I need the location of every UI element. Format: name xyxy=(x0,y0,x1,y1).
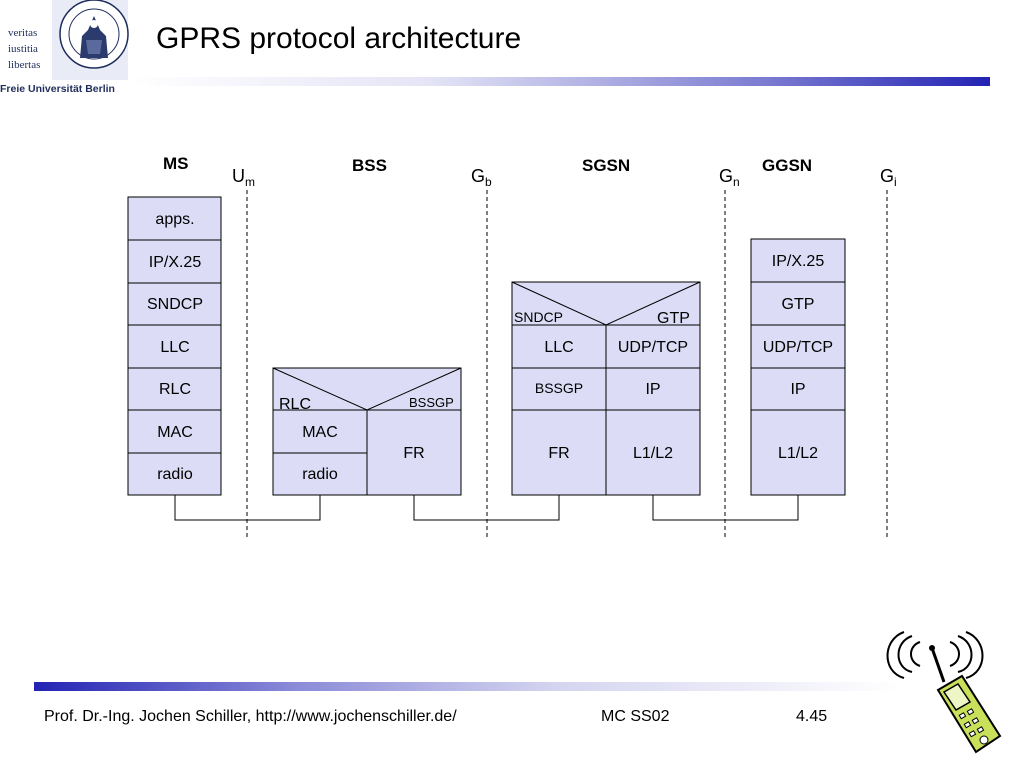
ggsn-layer-gtp xyxy=(750,281,846,326)
footer-divider-bar xyxy=(34,682,900,691)
node-label-ggsn: GGSN xyxy=(762,156,812,175)
link-sgsn-ggsn xyxy=(652,495,799,521)
university-seal-icon xyxy=(52,0,129,80)
bss-layer-mac xyxy=(272,409,368,454)
ggsn-layer-label: UDP/TCP xyxy=(763,339,833,356)
ms-layer-label: IP/X.25 xyxy=(149,254,202,271)
ms-layer-rlc xyxy=(127,367,222,411)
interface-label-gb: Gb xyxy=(471,166,492,189)
sgsn-layer-l1l2 xyxy=(605,409,701,496)
ms-layer-ip-x25 xyxy=(127,239,222,284)
interface-label-gi: Gi xyxy=(880,166,897,189)
node-label-bss: BSS xyxy=(352,156,387,175)
ms-layer-apps xyxy=(127,196,222,241)
bss-layer-label-bssgp: BSSGP xyxy=(409,395,454,410)
university-logo: veritas iustitia libertas Freie Universi… xyxy=(0,0,130,96)
link-bss-sgsn xyxy=(413,495,560,521)
ggsn-layer-l1l2 xyxy=(750,409,846,496)
sgsn-layer-label-udp-tcp: UDP/TCP xyxy=(618,339,688,356)
sgsn-relay-divider xyxy=(511,281,701,326)
footer-page-number: 4.45 xyxy=(796,708,828,725)
bss-layer-label-rlc: RLC xyxy=(279,396,311,413)
ggsn-layer-label: IP xyxy=(790,381,805,398)
sgsn-layer-relay xyxy=(511,281,701,326)
ms-layer-label: SNDCP xyxy=(147,296,203,313)
ms-layer-label: radio xyxy=(157,466,193,483)
interface-label-um: Um xyxy=(232,166,255,189)
bss-layer-radio xyxy=(272,452,368,496)
ms-layer-label: MAC xyxy=(157,424,193,441)
university-name: Freie Universität Berlin xyxy=(0,83,115,95)
ms-layer-sndcp xyxy=(127,282,222,326)
ms-layer-mac xyxy=(127,409,222,454)
node-label-ms: MS xyxy=(163,154,189,173)
sgsn-layer-label-sndcp: SNDCP xyxy=(514,309,563,325)
ms-layer-label: LLC xyxy=(160,339,189,356)
page-title: GPRS protocol architecture xyxy=(156,22,522,55)
ggsn-layer-ip-x25 xyxy=(750,238,846,283)
sgsn-layer-label-fr: FR xyxy=(548,445,569,462)
node-label-sgsn: SGSN xyxy=(582,156,630,175)
ms-layer-label: apps. xyxy=(155,211,194,228)
sgsn-layer-fr xyxy=(511,409,607,496)
ms-layer-radio xyxy=(127,452,222,496)
bss-relay-divider xyxy=(272,367,462,411)
sgsn-layer-ip xyxy=(605,367,701,411)
bss-layer-label-mac: MAC xyxy=(302,424,338,441)
sgsn-layer-udp-tcp xyxy=(605,324,701,369)
sgsn-layer-label-llc: LLC xyxy=(544,339,573,356)
bss-layer-label-radio: radio xyxy=(302,466,338,483)
bss-layer-relay xyxy=(272,367,462,411)
mobile-phone-icon xyxy=(886,631,1002,754)
ggsn-layer-label: IP/X.25 xyxy=(772,253,825,270)
footer-course: MC SS02 xyxy=(601,708,670,725)
ggsn-layer-udp-tcp xyxy=(750,324,846,369)
sgsn-layer-label-bssgp: BSSGP xyxy=(535,380,583,396)
bss-layer-fr xyxy=(366,409,462,496)
sgsn-layer-label-ip: IP xyxy=(645,381,660,398)
ms-layer-label: RLC xyxy=(159,381,191,398)
ggsn-layer-label: GTP xyxy=(782,296,815,313)
logo-word-libertas: libertas xyxy=(8,59,41,71)
ms-layer-llc xyxy=(127,324,222,369)
sgsn-layer-label-gtp: GTP xyxy=(657,310,690,327)
title-divider-bar xyxy=(130,77,990,86)
link-ms-bss xyxy=(174,495,321,521)
sgsn-layer-llc xyxy=(511,324,607,369)
logo-word-iustitia: iustitia xyxy=(8,43,38,55)
footer-author: Prof. Dr.-Ing. Jochen Schiller, http://w… xyxy=(44,708,457,725)
ggsn-layer-label: L1/L2 xyxy=(778,445,818,462)
sgsn-layer-label-l1l2: L1/L2 xyxy=(633,445,673,462)
sgsn-layer-bssgp xyxy=(511,367,607,411)
bss-layer-label-fr: FR xyxy=(403,445,424,462)
ggsn-layer-ip xyxy=(750,367,846,411)
logo-word-veritas: veritas xyxy=(8,27,38,39)
interface-label-gn: Gn xyxy=(719,166,740,189)
